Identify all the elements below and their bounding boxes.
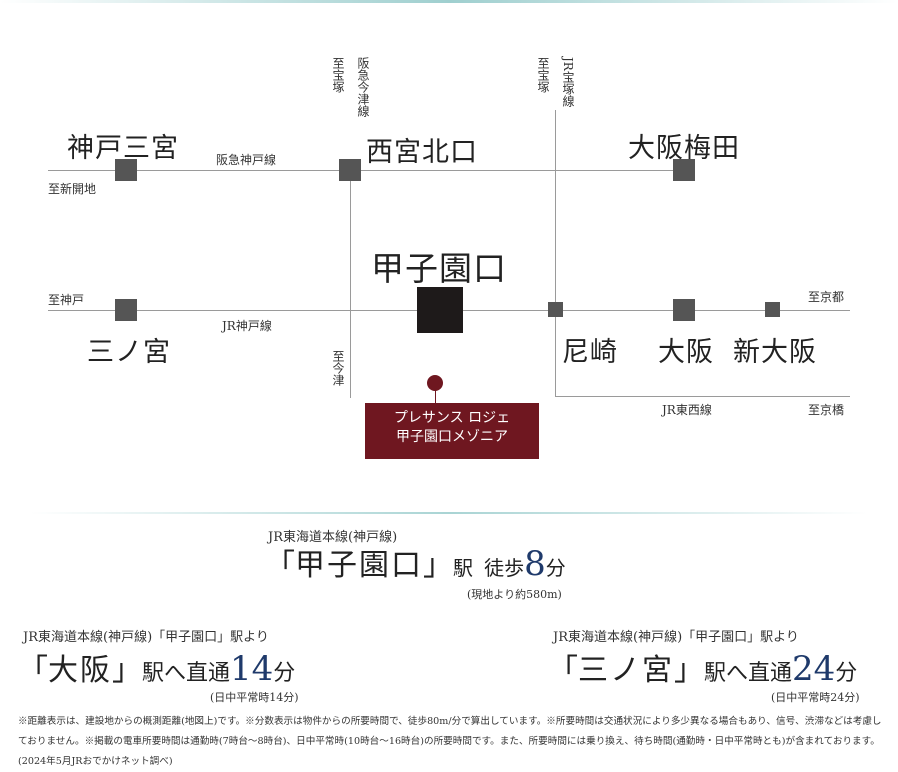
station-osaka-umeda-marker xyxy=(673,159,695,181)
direction-to-kobe: 至神戸 xyxy=(48,293,85,307)
line-label-jr-kobe: JR神戸線 xyxy=(222,319,272,333)
station-name-koshienguchi: 甲子園口 xyxy=(371,249,507,288)
left-unit: 分 xyxy=(273,661,296,686)
walk-unit: 分 xyxy=(545,556,566,580)
direction-to-takarazuka-hankyu: 至宝塚 xyxy=(331,57,345,93)
line-label-jr-tozai: JR東西線 xyxy=(662,403,712,417)
left-daytime-note: (日中平常時14分) xyxy=(210,691,299,704)
left-access-headline: 「大阪」駅へ直通14分 xyxy=(18,645,295,689)
property-callout: プレサンス ロジェ 甲子園口メゾニア xyxy=(365,403,539,459)
right-station-name: 三ノ宮 xyxy=(578,653,674,688)
walk-minutes: 8 xyxy=(524,544,546,584)
bracket-close: 」 xyxy=(112,653,142,688)
right-minutes: 24 xyxy=(792,649,836,689)
bracket-open: 「 xyxy=(18,653,48,688)
property-name-line1: プレサンス ロジェ xyxy=(393,410,511,426)
station-name-kobe-sannomiya: 神戸三宮 xyxy=(67,133,179,164)
direction-to-imazu: 至今津 xyxy=(331,350,345,386)
main-access-headline: 「甲子園口」駅 徒歩8分 xyxy=(265,540,566,584)
main-station-name: 甲子園口 xyxy=(295,548,423,583)
main-line-name: JR東海道本線(神戸線) xyxy=(268,530,398,545)
station-koshienguchi-marker xyxy=(417,287,463,333)
bracket-open: 「 xyxy=(265,548,295,583)
property-location-pin xyxy=(427,375,443,391)
hankyu-imazu-line xyxy=(350,170,351,398)
left-access-header: JR東海道本線(神戸線)「甲子園口」駅より xyxy=(23,630,269,645)
direction-to-takarazuka-jr: 至宝塚 xyxy=(536,57,550,93)
station-kobe-sannomiya-marker xyxy=(115,159,137,181)
property-pin-stem xyxy=(435,390,436,404)
right-direct-label: 駅へ直通 xyxy=(704,661,793,686)
station-nishinomiya-kitaguchi-marker xyxy=(339,159,361,181)
section-divider xyxy=(30,512,868,514)
direction-to-shinkaichi: 至新開地 xyxy=(48,182,97,196)
station-name-shin-osaka: 新大阪 xyxy=(733,337,817,368)
station-name-osaka: 大阪 xyxy=(658,337,714,368)
eki-label: 駅 xyxy=(453,556,473,580)
line-label-hankyu-imazu: 阪急今津線 xyxy=(356,57,370,117)
direction-to-kyobashi: 至京橋 xyxy=(808,403,845,417)
jr-takarazuka-line xyxy=(555,110,556,396)
line-label-hankyu-kobe: 阪急神戸線 xyxy=(216,153,277,167)
direction-to-kyoto: 至京都 xyxy=(808,290,845,304)
property-name-line2: 甲子園口メゾニア xyxy=(396,429,508,445)
right-unit: 分 xyxy=(835,661,858,686)
right-daytime-note: (日中平常時24分) xyxy=(771,691,860,704)
jr-tozai-line xyxy=(555,396,850,397)
bracket-open: 「 xyxy=(548,653,578,688)
right-access-header: JR東海道本線(神戸線)「甲子園口」駅より xyxy=(553,630,799,645)
bracket-close: 」 xyxy=(423,548,453,583)
station-name-amagasaki: 尼崎 xyxy=(562,337,618,368)
station-shin-osaka-marker xyxy=(765,302,780,317)
left-station-name: 大阪 xyxy=(48,653,112,688)
hankyu-kobe-line xyxy=(48,170,686,171)
station-amagasaki-marker xyxy=(548,302,563,317)
station-sannomiya-marker xyxy=(115,299,137,321)
station-name-osaka-umeda: 大阪梅田 xyxy=(628,133,740,164)
main-distance: (現地より約580m) xyxy=(467,588,562,601)
walk-label: 徒歩 xyxy=(484,556,525,580)
left-minutes: 14 xyxy=(230,649,274,689)
top-accent-bar xyxy=(0,0,898,3)
station-name-sannomiya: 三ノ宮 xyxy=(87,337,171,368)
bracket-close: 」 xyxy=(674,653,704,688)
station-name-nishinomiya-kitaguchi: 西宮北口 xyxy=(366,137,478,168)
line-label-jr-takarazuka: JR宝塚線 xyxy=(561,57,575,107)
footnote: ※距離表示は、建設地からの概測距離(地図上)です。※分数表示は物件からの所要時間… xyxy=(18,716,882,767)
station-osaka-marker xyxy=(673,299,695,321)
right-access-headline: 「三ノ宮」駅へ直通24分 xyxy=(548,645,857,689)
left-direct-label: 駅へ直通 xyxy=(142,661,231,686)
